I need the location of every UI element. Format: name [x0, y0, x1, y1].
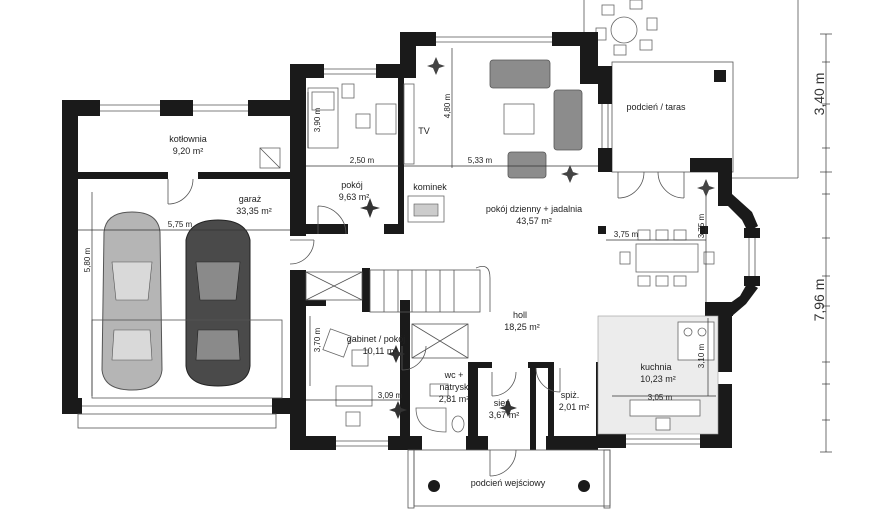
label-wc-1: wc +: [444, 370, 464, 380]
dimension-lines: [78, 33, 832, 453]
walls: [62, 32, 760, 450]
terrace-table: [595, 0, 658, 56]
label-pokoj-dzienny: pokój dzienny + jadalnia: [486, 204, 582, 214]
dim-340: 3,40 m: [811, 73, 827, 116]
dim-575: 5,75 m: [168, 220, 193, 229]
label-kotlownia: kotłownia: [169, 134, 207, 144]
dim-375-v: 3,75 m: [697, 213, 706, 238]
terrace-outline: [611, 61, 734, 173]
pokoj-furniture: [307, 83, 397, 149]
label-podcien-wejsciowy: podcień wejściowy: [471, 478, 546, 488]
column: [598, 226, 606, 234]
column: [714, 70, 726, 82]
tv-cabinet: [403, 83, 415, 165]
plants: [360, 57, 715, 419]
label-wc-2: natrysk: [439, 382, 469, 392]
label-holl: holl: [513, 310, 527, 320]
area-holl: 18,25 m²: [504, 322, 540, 332]
car-dark: [185, 219, 251, 387]
label-garaz: garaż: [239, 194, 262, 204]
dim-375-h: 3,75 m: [614, 230, 639, 239]
area-kotlownia: 9,20 m²: [173, 146, 204, 156]
wc-fixtures: [415, 383, 465, 433]
dim-305: 3,05 m: [648, 393, 673, 402]
label-pokoj: pokój: [341, 180, 363, 190]
gabinet-furniture: [322, 328, 373, 427]
label-tv: TV: [418, 126, 430, 136]
area-garaz: 33,35 m²: [236, 206, 272, 216]
living-sofas: [489, 59, 583, 179]
label-spiz: spiż.: [561, 390, 580, 400]
entrance-porch: [407, 449, 611, 509]
label-kuchnia: kuchnia: [640, 362, 671, 372]
label-kominek: kominek: [413, 182, 447, 192]
area-pokoj: 9,63 m²: [339, 192, 370, 202]
dim-309: 3,09 m: [378, 391, 403, 400]
fireplace: [407, 195, 445, 223]
dim-480: 4,80 m: [443, 93, 452, 118]
dim-533: 5,33 m: [468, 156, 493, 165]
staircase: [305, 265, 491, 359]
area-pokoj-dzienny: 43,57 m²: [516, 216, 552, 226]
dim-310: 3,10 m: [697, 343, 706, 368]
area-gabinet: 10,11 m²: [363, 346, 398, 356]
dim-370: 3,70 m: [313, 327, 322, 352]
doors: [167, 171, 685, 477]
garage-apron: [77, 413, 277, 429]
area-spiz: 2,01 m²: [559, 402, 590, 412]
label-gabinet: gabinet / pokój: [347, 334, 406, 344]
kitchen-furniture: [597, 315, 719, 435]
dining-table: [619, 229, 715, 287]
car-light: [101, 211, 163, 391]
dim-250: 2,50 m: [350, 156, 375, 165]
dim-796: 7,96 m: [811, 279, 827, 322]
area-wc: 2,81 m²: [439, 394, 470, 404]
label-sien: sień: [494, 398, 511, 408]
area-sien: 3,67 m²: [489, 410, 520, 420]
dim-390: 3,90 m: [313, 107, 322, 132]
column: [700, 226, 708, 234]
label-podcien-taras: podcień / taras: [626, 102, 686, 112]
area-kuchnia: 10,23 m²: [640, 374, 676, 384]
dim-580: 5,80 m: [83, 247, 92, 272]
windows: [100, 36, 756, 447]
